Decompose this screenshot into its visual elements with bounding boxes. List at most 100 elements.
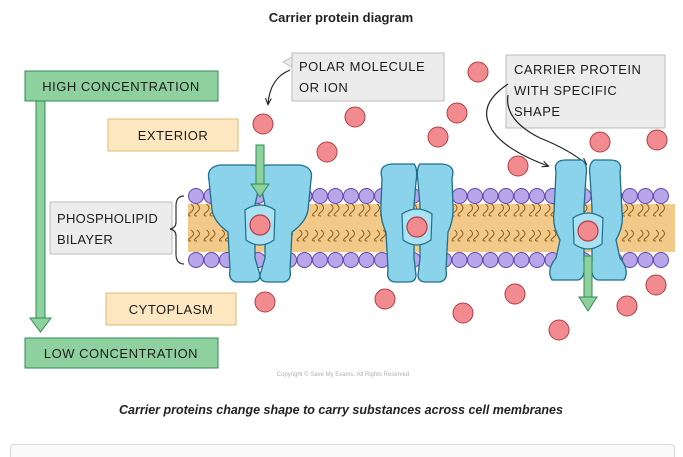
lipid-tail [188,203,194,217]
entry-arrow-head [250,183,270,198]
molecule [344,106,366,128]
phospholipid-head [653,188,669,204]
phospholipid-head [343,188,359,204]
lipid-tail [550,229,557,242]
carrier-text-line1: CARRIER PROTEIN [514,62,641,77]
phospholipid-head [498,252,514,268]
lipid-tail [327,229,334,242]
lipid-tail [349,203,355,217]
molecule [504,283,526,305]
phospholipid-head [451,252,468,268]
lipid-tail [219,229,225,242]
molecule [254,291,276,313]
lipid-tail [498,203,504,217]
phospholipid-head [653,252,669,268]
phospholipid-head [513,188,530,204]
lipid-tail [488,203,495,217]
molecule [452,302,474,324]
phospholipid-head [482,252,499,268]
molecule [467,61,489,83]
exit-arrow-shaft [583,255,593,299]
free-molecules [252,61,668,341]
carrier-protein-2 [380,163,454,283]
molecule [616,295,638,317]
phospholipid-head [498,188,514,204]
molecule [507,155,529,177]
molecule [316,141,338,163]
lipid-tail [628,229,634,242]
phospholipid-head [637,252,654,268]
lipid-tail [535,203,541,217]
lipid-tail [358,203,365,217]
lipid-tail [473,203,479,217]
polar-molecule-label: POLAR MOLECULE OR ION [268,52,445,104]
molecule [548,319,570,341]
lipid-tail [529,229,535,242]
lipid-tail [333,203,340,217]
lipid-tail [188,229,194,242]
lipid-tail [482,229,489,242]
lipid-tail [504,229,510,242]
lipid-tail [312,203,318,217]
phospholipid-head [529,188,545,204]
cytoplasm-label: CYTOPLASM [105,292,237,326]
exterior-label: EXTERIOR [107,118,239,152]
phospholipid-head [513,252,530,268]
phospholipid-head [637,188,654,204]
exit-arrow-head [578,296,598,312]
lipid-tail [637,203,644,217]
phospholipid-head [327,252,344,268]
lipid-tail [343,229,349,242]
bound-molecule-3 [577,220,599,242]
lipid-tail [488,229,495,242]
diagram-caption: Carrier proteins change shape to carry s… [119,403,563,417]
carrier-pointer-arrow-2 [507,94,586,164]
lipid-tail [457,229,464,242]
phospholipid-head [451,188,468,204]
phospholipid-head [482,188,499,204]
phospholipid-head [296,252,313,268]
lipid-tail [653,229,659,242]
molecule [374,288,396,310]
lipid-tail [467,229,473,242]
copyright-text: Copyright © Save My Exams. All Rights Re… [277,371,409,378]
bound-molecule-2 [406,216,428,238]
carrier-text-line2: WITH SPECIFIC [514,83,617,98]
phospholipid-head [529,252,545,268]
lipid-tail [473,229,479,242]
low-concentration-label: LOW CONCENTRATION [24,337,219,369]
lipid-tail [374,229,380,242]
diagram-title: Carrier protein diagram [269,10,414,25]
lipid-tail [380,229,386,242]
cytoplasm-text: CYTOPLASM [129,302,213,317]
concentration-gradient-arrow [29,99,52,333]
lipid-tail [513,229,520,242]
lipid-tail [498,229,504,242]
lipid-tail [203,229,210,242]
phospholipid-text-line2: BILAYER [57,232,113,247]
phospholipid-head [203,252,220,268]
lipid-tail [544,203,551,217]
carrier-protein-3 [549,159,627,312]
lipid-tail [659,229,665,242]
lipid-tail [457,203,464,217]
bilayer-bracket [169,195,185,265]
lipid-tail [637,229,644,242]
polar-text-line2: OR ION [299,80,348,95]
lipid-tail [529,203,535,217]
bound-molecule-1 [249,214,271,236]
low-concentration-text: LOW CONCENTRATION [44,346,198,361]
lipid-tail [194,203,200,217]
lipid-tail [622,229,628,242]
high-concentration-label: HIGH CONCENTRATION [24,70,219,102]
next-card-edge [10,444,675,457]
lipid-tail [374,203,380,217]
lipid-tail [318,203,324,217]
entry-arrow-shaft [255,144,265,186]
carrier-pointer-arrow-1 [486,83,548,166]
lipid-tail [318,229,324,242]
lipid-tail [358,229,365,242]
lipid-tail [519,229,526,242]
polar-pointer-arrow [268,69,291,104]
